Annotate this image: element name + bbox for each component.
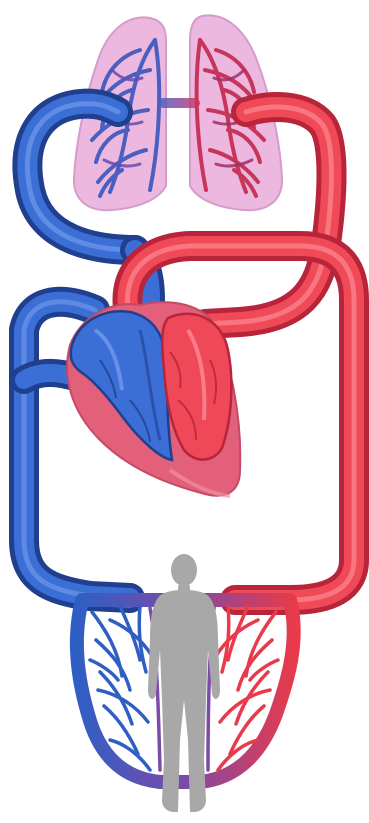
heart-icon — [67, 302, 240, 496]
